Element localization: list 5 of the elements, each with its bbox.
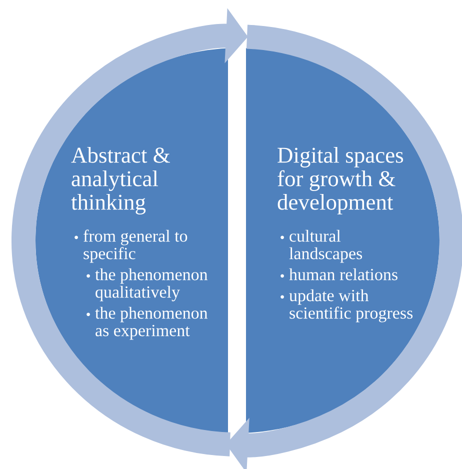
bullet-text: update with scientific progress bbox=[289, 289, 413, 322]
bullet-text: human relations bbox=[289, 268, 398, 280]
heading: Digital spaces for growth & development bbox=[278, 147, 404, 214]
heading: Abstract & analytical thinking bbox=[71, 147, 170, 214]
bullet-text: the phenomenon as experiment bbox=[95, 306, 208, 340]
